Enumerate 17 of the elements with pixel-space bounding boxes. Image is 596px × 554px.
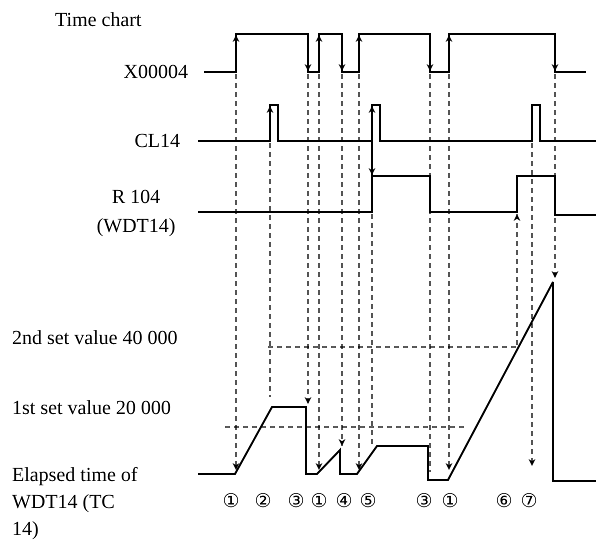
callout-number: ③ [288,490,305,512]
callout-number: ③ [416,490,433,512]
callout-number: ⑤ [360,490,377,512]
callout-number: ② [254,490,272,512]
callout-number: ① [222,490,240,512]
chart-title: Time chart [55,8,142,33]
callout-number: ④ [336,490,353,512]
callout-number: ⑥ [496,490,513,512]
signal-label: R 104 (WDT14) [96,185,176,239]
callout-number: ① [442,490,459,512]
set-value-label: 2nd set value 40 000 [12,326,178,351]
set-value-label: 1st set value 20 000 [12,396,171,421]
callout-number: ① [310,490,328,512]
signal-label: CL14 [134,129,180,154]
signal-label: X00004 [124,60,188,85]
callout-number: ⑦ [520,490,538,512]
axis-label: Elapsed time of WDT14 (TC 14) [12,463,139,542]
